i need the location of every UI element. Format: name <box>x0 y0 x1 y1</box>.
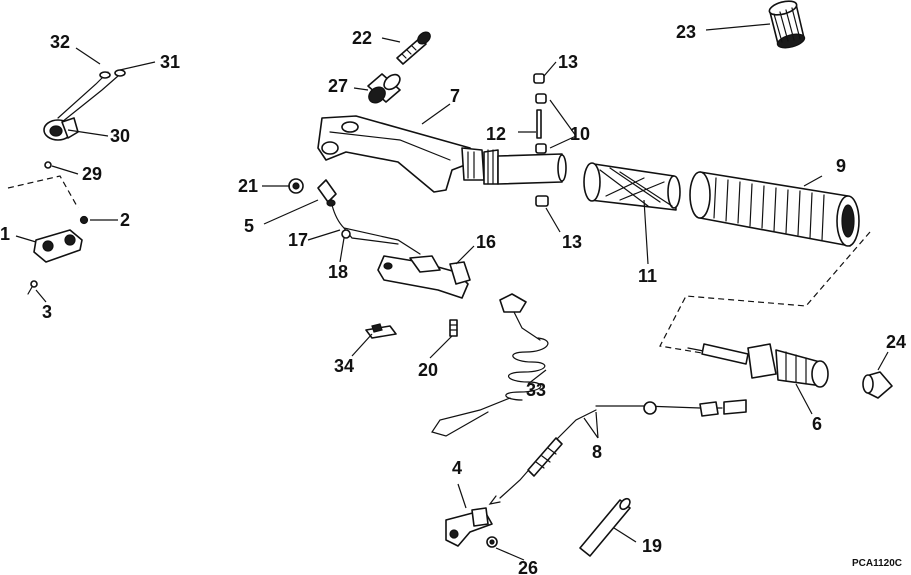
dashed-guide-right <box>659 231 871 359</box>
part-20-screw <box>449 319 458 337</box>
callout-12: 12 <box>486 124 506 144</box>
callout-26: 26 <box>518 558 538 575</box>
callout-18: 18 <box>328 262 348 282</box>
leader-lines <box>15 23 889 561</box>
part-5-plunger <box>317 179 337 207</box>
part-7-tiller-arm <box>317 115 567 193</box>
callout-19: 19 <box>642 536 662 556</box>
part-17-18-lanyard-wire <box>331 204 421 255</box>
drawing-code: PCA1120C <box>852 558 902 569</box>
part-21-nut <box>288 178 304 194</box>
callout-27: 27 <box>328 76 348 96</box>
part-6-stop-switch <box>687 343 829 388</box>
part-30-switch <box>43 117 79 141</box>
callout-29: 29 <box>82 164 102 184</box>
part-11-throttle-cam <box>583 162 681 211</box>
part-31-32-wire-leads <box>57 69 126 123</box>
callout-9: 9 <box>836 156 846 176</box>
callout-8: 8 <box>592 442 602 462</box>
callout-23: 23 <box>676 22 696 42</box>
callout-16: 16 <box>476 232 496 252</box>
part-16-clip-bracket <box>377 255 471 299</box>
part-33-lanyard <box>431 293 549 437</box>
callout-34: 34 <box>334 356 354 376</box>
callout-24: 24 <box>886 332 906 352</box>
callout-1: 1 <box>0 224 10 244</box>
callout-30: 30 <box>110 126 130 146</box>
callout-5: 5 <box>244 216 254 236</box>
part-3-screw <box>27 280 38 295</box>
part-19-rod <box>579 497 631 557</box>
part-8-throttle-cable <box>488 399 747 505</box>
callout-6: 6 <box>812 414 822 434</box>
part-26-screw <box>486 536 498 548</box>
callout-22: 22 <box>352 28 372 48</box>
part-12-pin <box>536 109 542 139</box>
callout-31: 31 <box>160 52 180 72</box>
callout-10: 10 <box>570 124 590 144</box>
callout-4: 4 <box>452 458 462 478</box>
callout-17: 17 <box>288 230 308 250</box>
part-10-washers <box>535 93 547 154</box>
part-29-nut <box>44 161 52 169</box>
callout-11: 11 <box>638 266 657 286</box>
part-9-grip <box>689 171 860 247</box>
part-27-bushing <box>367 73 401 104</box>
part-4-cable-bracket <box>445 507 493 547</box>
callout-13-bottom: 13 <box>562 232 582 252</box>
callout-13-top: 13 <box>558 52 578 72</box>
callout-21: 21 <box>238 176 258 196</box>
part-13-bottom-nut <box>535 195 549 207</box>
part-1-bracket <box>33 229 83 263</box>
dashed-guide-left <box>7 175 79 209</box>
part-24-cap <box>862 371 893 399</box>
callout-20: 20 <box>418 360 438 380</box>
callout-7: 7 <box>450 86 460 106</box>
part-22-bolt <box>396 31 431 65</box>
callout-3: 3 <box>42 302 52 322</box>
callout-32: 32 <box>50 32 70 52</box>
part-23-friction-knob <box>768 0 806 49</box>
part-13-top-nut <box>533 73 545 84</box>
callout-2: 2 <box>120 210 130 230</box>
part-2-nut <box>79 215 89 225</box>
callout-33: 33 <box>526 380 546 400</box>
callout-labels: 1 2 3 4 5 6 7 8 9 10 11 12 13 13 16 17 1… <box>0 22 906 575</box>
